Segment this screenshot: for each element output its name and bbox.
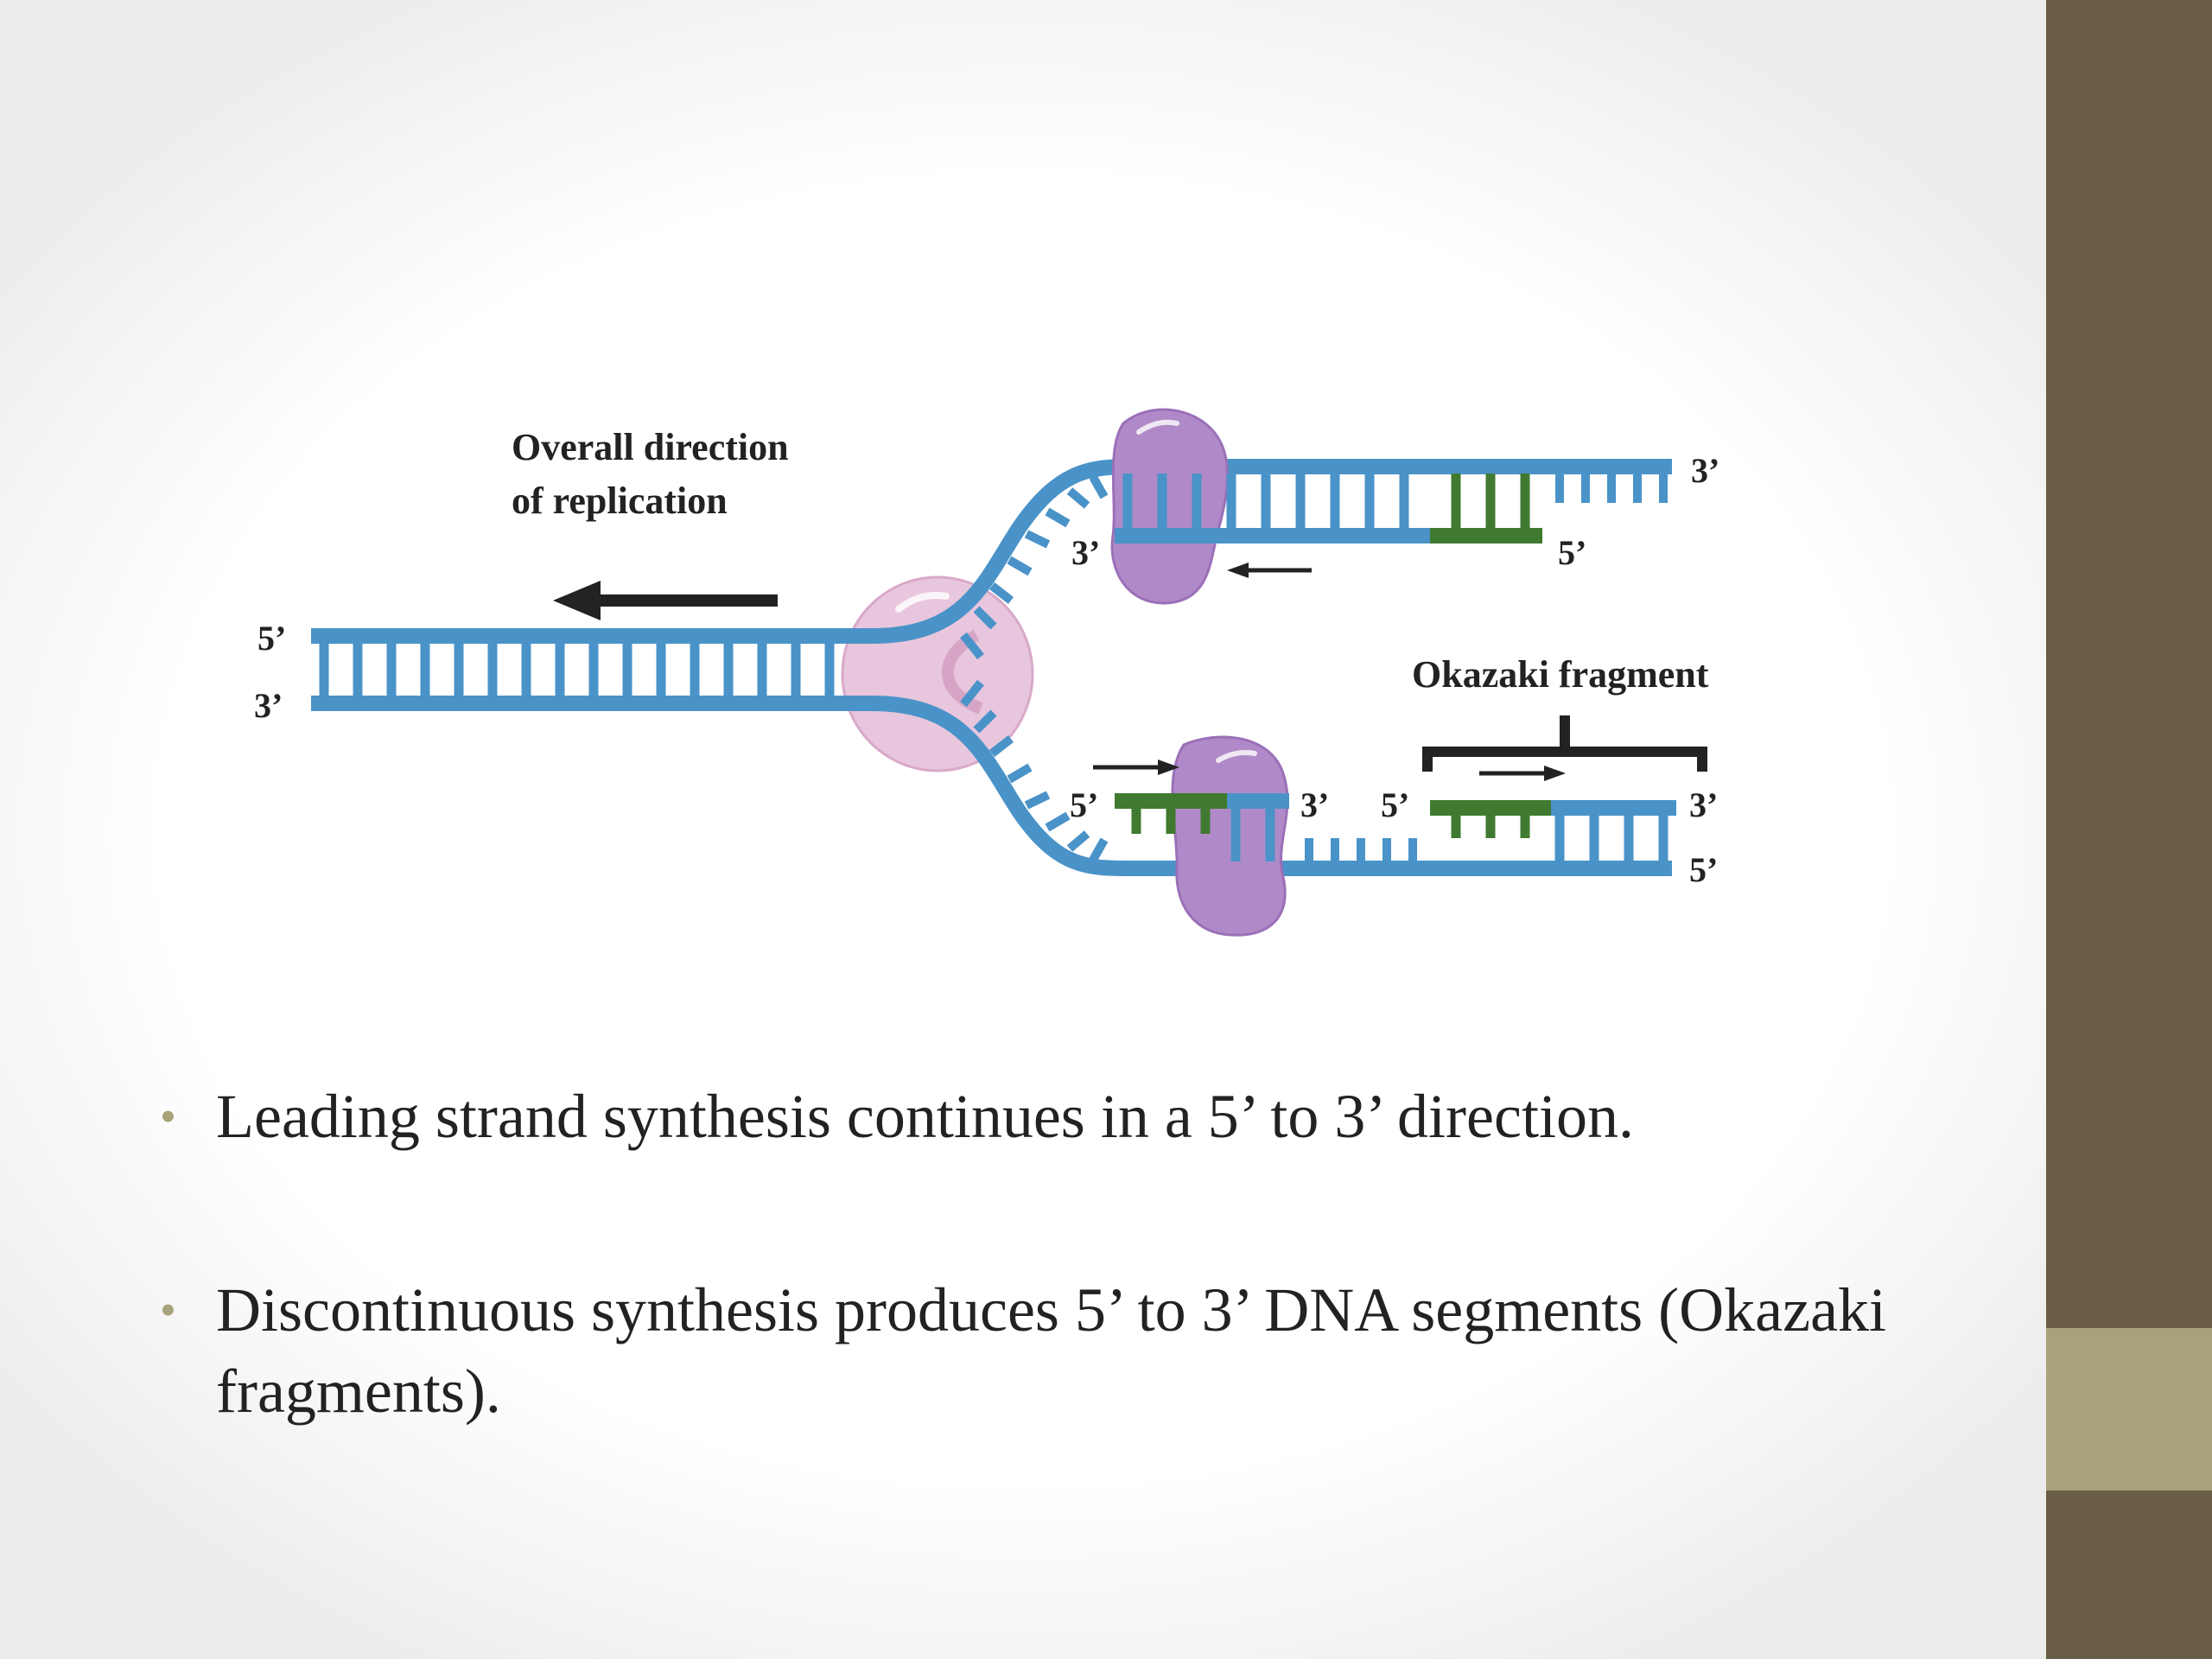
upper-polymerase-icon — [1110, 408, 1229, 605]
bullet-text: Discontinuous synthesis produces 5’ to 3… — [216, 1275, 1887, 1426]
base-pair-rungs — [1122, 474, 1409, 529]
end-label-upper-right-3: 3’ — [1691, 451, 1719, 490]
base-pair-rungs — [1230, 808, 1669, 861]
end-label-upper-inner-3: 3’ — [1071, 533, 1100, 572]
upper-new-strand — [1115, 474, 1668, 543]
unpaired-bases — [1305, 838, 1417, 861]
base-pair-rungs — [319, 643, 835, 696]
replication-direction-arrow — [553, 581, 778, 620]
okazaki-synthesis-arrow — [1479, 766, 1566, 781]
unpaired-bases — [1555, 474, 1668, 503]
okazaki-bracket — [1422, 715, 1707, 772]
bullet-list: • Leading strand synthesis continues in … — [160, 1076, 1888, 1432]
primer-rungs — [1131, 808, 1530, 838]
lower-new-strands — [1115, 793, 1676, 861]
bullet-dot-icon: • — [160, 1090, 176, 1142]
upper-template-strand — [872, 459, 1672, 644]
end-label-upper-inner-5: 5’ — [1558, 533, 1586, 572]
end-label-lower-b-5: 5’ — [1381, 785, 1409, 824]
lower-polymerase-icon — [1171, 735, 1289, 937]
bullet-dot-icon: • — [160, 1284, 176, 1336]
primer-rungs — [1451, 474, 1530, 529]
sidebar-accent-bar — [2046, 1328, 2212, 1491]
end-label-lower-b-3: 3’ — [1689, 785, 1718, 824]
end-label-left-5: 5’ — [257, 619, 286, 658]
upper-fork-bases — [960, 474, 1109, 660]
dna-replication-diagram: Overall direction of replication Okazaki… — [254, 408, 1719, 937]
upper-synthesis-arrow — [1227, 563, 1312, 578]
end-label-lower-a-3: 3’ — [1300, 785, 1329, 824]
direction-label-line-1: Overall direction — [512, 426, 789, 468]
bullet-text: Leading strand synthesis continues in a … — [216, 1082, 1634, 1151]
end-label-left-3: 3’ — [254, 686, 283, 725]
lower-template-strand — [872, 696, 1672, 876]
parental-dna-duplex — [311, 628, 873, 711]
bullet-item: • Leading strand synthesis continues in … — [160, 1076, 1888, 1157]
lower-fork-bases — [960, 679, 1109, 862]
end-label-lower-a-5: 5’ — [1070, 785, 1098, 824]
lower-synthesis-arrow — [1093, 760, 1179, 775]
bullet-item: • Discontinuous synthesis produces 5’ to… — [160, 1269, 1888, 1432]
end-label-lower-right-5: 5’ — [1689, 850, 1718, 889]
okazaki-fragment-label: Okazaki fragment — [1412, 653, 1709, 696]
direction-label-line-2: of replication — [512, 480, 728, 522]
